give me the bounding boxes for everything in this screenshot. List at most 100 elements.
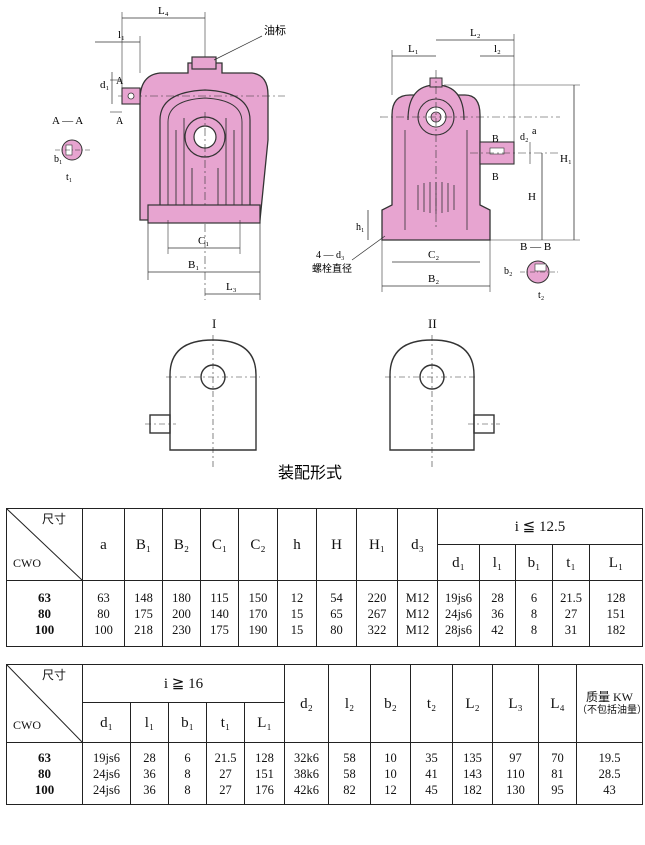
front-view: L₄ l₁ d₁ A A 油标 C₁ B₁ L₃ bbox=[95, 5, 286, 300]
svg-text:a: a bbox=[532, 126, 537, 137]
svg-text:t₂: t₂ bbox=[538, 290, 544, 301]
table1-header: d₃ bbox=[397, 508, 438, 581]
dim-B1: B₁ bbox=[188, 259, 199, 271]
table1-row-labels: 63 80 100 bbox=[6, 580, 83, 647]
svg-text:b₁: b₁ bbox=[54, 154, 63, 165]
svg-text:h₁: h₁ bbox=[356, 222, 365, 233]
svg-text:I: I bbox=[212, 316, 216, 331]
svg-text:L₁: L₁ bbox=[408, 43, 419, 55]
table1-header: C₁ bbox=[200, 508, 239, 581]
svg-text:B: B bbox=[492, 172, 499, 183]
section-mark-a-top: A bbox=[116, 76, 124, 87]
table2-subheader: t₁ bbox=[206, 702, 245, 743]
dim-l1: l₁ bbox=[118, 29, 125, 41]
section-a-a: A — A b₁ t₁ bbox=[52, 115, 90, 183]
svg-text:A — A: A — A bbox=[52, 115, 83, 127]
table1-subheader: l₁ bbox=[479, 544, 516, 581]
table1-corner: 尺寸 CWO bbox=[6, 508, 83, 581]
svg-text:l₂: l₂ bbox=[494, 43, 501, 55]
table2-mass-header: 质量 KW （不包括油量） bbox=[576, 664, 645, 743]
svg-text:4 — d₃: 4 — d₃ bbox=[316, 250, 345, 261]
table1-subheader: L₁ bbox=[588, 544, 644, 581]
mounting-form-2: II bbox=[385, 316, 500, 470]
svg-text:B₂: B₂ bbox=[428, 273, 439, 285]
table1-header: h bbox=[277, 508, 317, 581]
table2-subheader: L₁ bbox=[243, 702, 286, 743]
dimension-table-2: 尺寸 CWO i ≧ 16 d₂ l₂ b₂ t₂ L₂ L₃ L₄ 质量 KW… bbox=[6, 664, 645, 805]
table1-header: B₂ bbox=[162, 508, 201, 581]
side-view: L₁ L₂ l₂ B B d₂ a H₁ H h₁ 4 — d₃ 螺栓直径 C₂… bbox=[312, 27, 580, 292]
table2-header: b₂ bbox=[370, 664, 412, 743]
dim-d1: d₁ bbox=[100, 79, 110, 91]
dim-L4: L₄ bbox=[158, 5, 169, 17]
section-b-b: B — B b₂ t₂ bbox=[504, 241, 558, 301]
table2-subheader: l₁ bbox=[130, 702, 169, 743]
dim-L3: L₃ bbox=[226, 281, 237, 293]
table2-subheader: b₁ bbox=[168, 702, 207, 743]
svg-text:H₁: H₁ bbox=[560, 153, 572, 165]
table2-corner: 尺寸 CWO bbox=[6, 664, 83, 743]
svg-text:II: II bbox=[428, 316, 437, 331]
mounting-form-1: I bbox=[145, 316, 260, 470]
dim-C1: C₁ bbox=[198, 235, 209, 247]
table2-subheader: d₁ bbox=[82, 702, 131, 743]
dimension-table-1: 尺寸 CWO a B₁ B₂ C₁ C₂ h H H₁ d₃ i ≦ 12.5 … bbox=[6, 508, 644, 647]
table1-group-header: i ≦ 12.5 bbox=[436, 508, 644, 545]
table2-header: L₃ bbox=[492, 664, 540, 743]
table2-row-labels: 63 80 100 bbox=[6, 742, 83, 805]
svg-text:C₂: C₂ bbox=[428, 249, 439, 261]
svg-text:H: H bbox=[528, 191, 536, 203]
table2-header: L₄ bbox=[538, 664, 578, 743]
svg-text:螺栓直径: 螺栓直径 bbox=[312, 262, 352, 275]
table2-header: L₂ bbox=[452, 664, 494, 743]
table1-header: H bbox=[316, 508, 357, 581]
oil-gauge-callout: 油标 bbox=[264, 23, 286, 37]
table2-header: t₂ bbox=[410, 664, 454, 743]
table2-group-header: i ≧ 16 bbox=[81, 664, 286, 703]
table1-subheader: b₁ bbox=[515, 544, 553, 581]
svg-text:d₂: d₂ bbox=[520, 132, 529, 143]
svg-text:t₁: t₁ bbox=[66, 172, 72, 183]
table1-header: a bbox=[82, 508, 125, 581]
svg-text:L₂: L₂ bbox=[470, 27, 481, 39]
svg-text:B — B: B — B bbox=[520, 241, 551, 253]
table2-header: d₂ bbox=[284, 664, 330, 743]
table1-subheader: t₁ bbox=[552, 544, 590, 581]
table1-subheader: d₁ bbox=[437, 544, 480, 581]
table2-header: l₂ bbox=[328, 664, 372, 743]
table1-header: H₁ bbox=[356, 508, 398, 581]
table1-header: C₂ bbox=[238, 508, 278, 581]
section-mark-a-bottom: A bbox=[116, 116, 124, 127]
svg-text:b₂: b₂ bbox=[504, 266, 513, 277]
svg-text:B: B bbox=[492, 134, 499, 145]
caption: 装配形式 bbox=[278, 463, 342, 482]
table1-header: B₁ bbox=[124, 508, 163, 581]
